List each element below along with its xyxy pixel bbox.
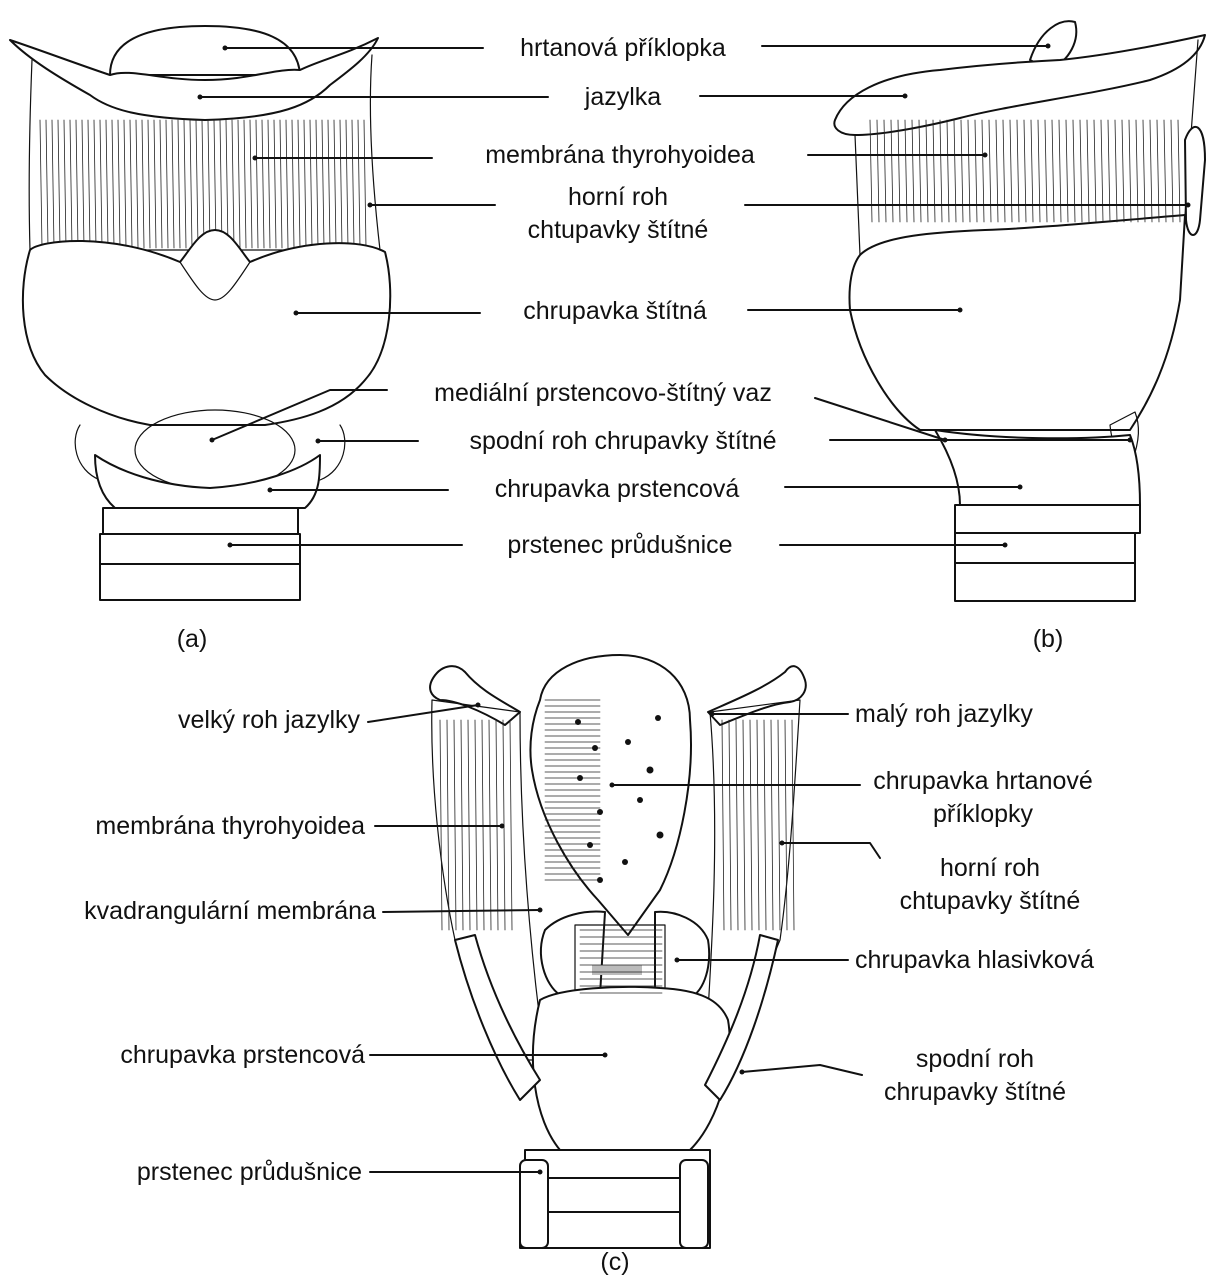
label-quadrangular-membrane: kvadrangulární membrána — [84, 896, 376, 926]
label-arytenoid: chrupavka hlasivková — [855, 945, 1094, 975]
a-cricoid — [95, 455, 320, 508]
a-trachea-ring-3 — [100, 564, 300, 600]
label-lesser-horn-hyoid: malý roh jazylky — [855, 699, 1033, 729]
label-epiglottis: hrtanová příklopka — [520, 33, 726, 63]
label-tracheal-ring-a: prstenec průdušnice — [507, 530, 732, 560]
panel-tag-b: (b) — [1033, 625, 1064, 654]
panel-b-drawing — [834, 21, 1205, 601]
b-trachea-ring-1 — [955, 505, 1140, 533]
b-hyoid — [834, 35, 1205, 135]
label-cricoid-a: chrupavka prstencová — [495, 474, 740, 504]
c-inferior-horn-left — [455, 935, 540, 1100]
panel-tag-c: (c) — [600, 1248, 629, 1277]
label-thyrohyoid-membrane-c: membrána thyrohyoidea — [95, 811, 365, 841]
c-greater-horn-right — [708, 666, 806, 725]
label-tracheal-ring-c: prstenec průdušnice — [137, 1157, 362, 1187]
label-inferior-horn-a: spodní roh chrupavky štítné — [469, 426, 776, 456]
b-trachea-ring-2 — [955, 533, 1135, 563]
c-cricoid — [533, 987, 730, 1150]
c-greater-horn-left — [430, 666, 520, 725]
label-inferior-horn-c-line1: spodní roh — [916, 1044, 1034, 1074]
c-arytenoid-left — [541, 912, 605, 995]
label-thyrohyoid-membrane-a: membrána thyrohyoidea — [485, 140, 755, 170]
label-superior-horn-c-line2: chtupavky štítné — [900, 886, 1081, 916]
b-trachea-ring-3 — [955, 563, 1135, 601]
label-hyoid: jazylka — [585, 82, 661, 112]
label-thyroid-cartilage: chrupavka štítná — [523, 296, 706, 326]
b-thyroid-cartilage — [849, 215, 1185, 430]
panel-c-drawing — [430, 655, 806, 1248]
label-superior-horn-a-line2: chtupavky štítné — [528, 215, 709, 245]
a-epiglottis — [110, 26, 300, 75]
label-cricoid-c: chrupavka prstencová — [120, 1040, 365, 1070]
a-trachea-ring-1 — [103, 508, 298, 534]
label-greater-horn-hyoid: velký roh jazylky — [178, 705, 360, 735]
b-superior-horn — [1185, 127, 1205, 235]
panel-tag-a: (a) — [177, 625, 208, 654]
a-thyroid-cartilage — [23, 230, 390, 425]
label-epiglottic-cartilage-line1: chrupavka hrtanové — [873, 766, 1093, 796]
label-superior-horn-c-line1: horní roh — [940, 853, 1040, 883]
label-inferior-horn-c-line2: chrupavky štítné — [884, 1077, 1066, 1107]
label-epiglottic-cartilage-line2: příklopky — [933, 799, 1033, 829]
a-trachea-ring-2 — [100, 534, 300, 564]
c-epiglottis — [530, 655, 691, 935]
label-median-cricothyroid: mediální prstencovo-štítný vaz — [434, 378, 772, 408]
b-cricoid — [935, 430, 1140, 505]
label-superior-horn-a-line1: horní roh — [568, 182, 668, 212]
